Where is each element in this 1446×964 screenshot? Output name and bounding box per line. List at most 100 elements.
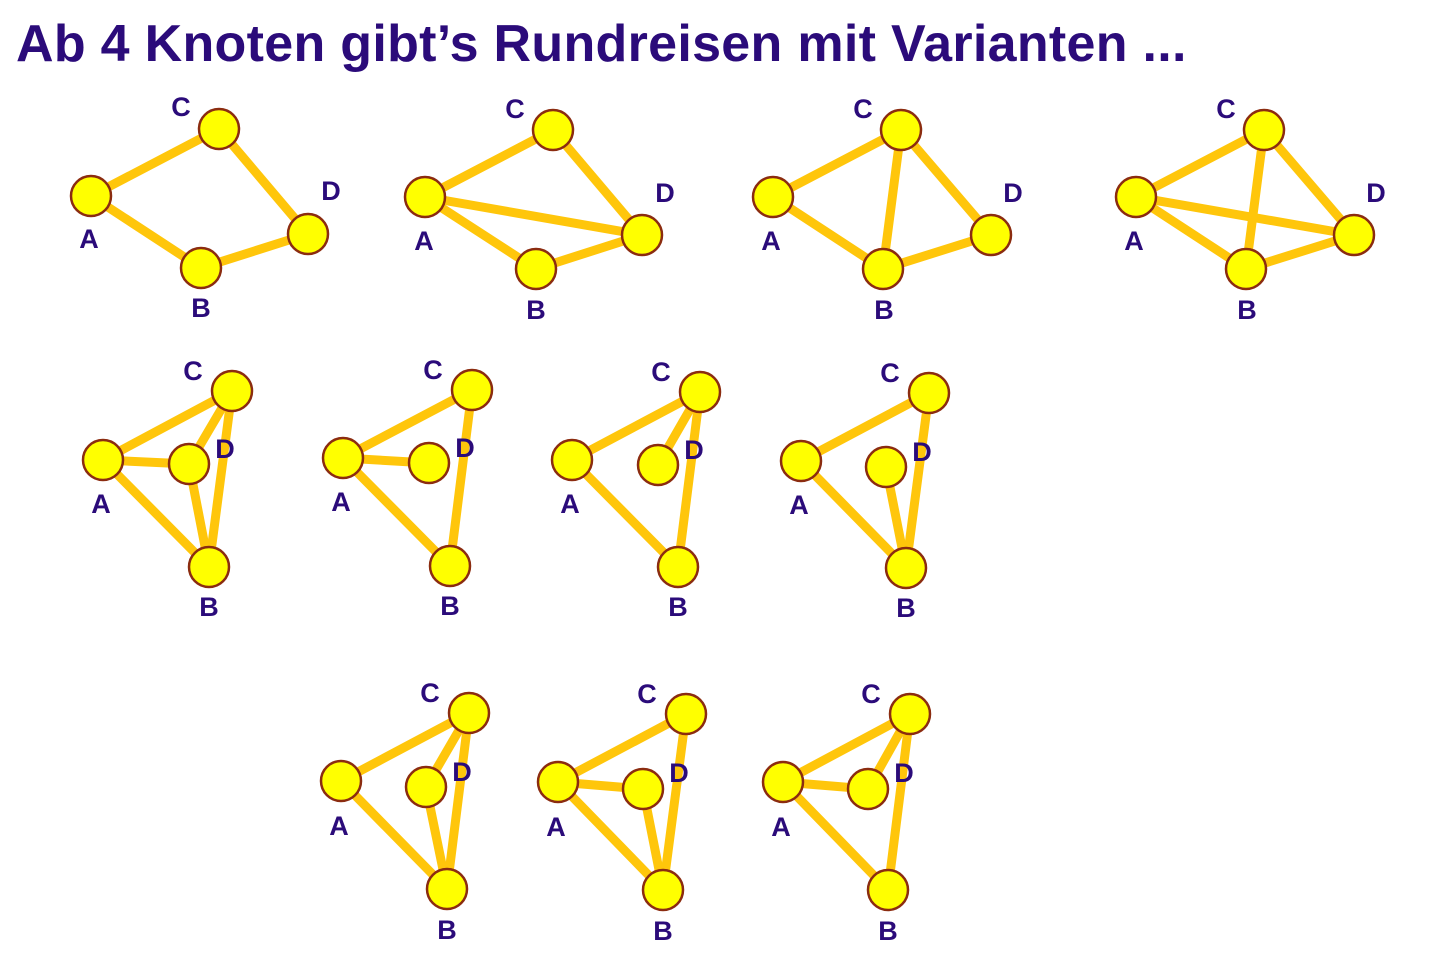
node-label-c: C	[880, 358, 900, 388]
edge-a-c	[768, 125, 906, 202]
node-d	[969, 213, 1013, 257]
graph-variant-9: A B C D	[319, 678, 491, 945]
edge-a-d	[1131, 192, 1359, 240]
node-label-a: A	[414, 226, 434, 256]
node-b	[641, 868, 685, 912]
node-label-d: D	[1366, 178, 1386, 208]
edge-a-c	[98, 386, 237, 465]
edge-a-c	[778, 709, 915, 787]
node-label-a: A	[546, 812, 566, 842]
edge-c-b	[445, 385, 477, 571]
node-a	[1114, 175, 1158, 219]
edge-b-a	[420, 192, 541, 274]
node-a	[751, 175, 795, 219]
node-label-b: B	[878, 916, 898, 946]
node-a	[69, 174, 113, 218]
node-label-b: B	[1237, 295, 1257, 325]
node-label-c: C	[423, 355, 443, 385]
edge-a-b	[796, 456, 911, 573]
node-b	[884, 546, 928, 590]
node-a	[319, 759, 363, 803]
edge-a-c	[338, 385, 477, 463]
node-d	[167, 442, 211, 486]
node-label-b: B	[440, 591, 460, 621]
node-a	[81, 438, 125, 482]
node-label-d: D	[215, 434, 235, 464]
node-d	[636, 443, 680, 487]
edge-a-b	[778, 777, 893, 895]
node-label-b: B	[191, 293, 211, 323]
edge-c-b	[442, 708, 474, 894]
edge-c-b	[658, 709, 691, 895]
node-label-d: D	[912, 437, 932, 467]
node-label-d: D	[1003, 178, 1023, 208]
node-label-a: A	[79, 224, 99, 254]
node-c	[450, 368, 494, 412]
node-label-c: C	[861, 679, 881, 709]
node-d	[407, 441, 451, 485]
edge-b-a	[768, 192, 888, 274]
edge-c-b	[673, 387, 705, 572]
edge-a-b	[567, 455, 683, 572]
node-b	[425, 867, 469, 911]
node-label-a: A	[771, 812, 791, 842]
edge-b-a	[1131, 192, 1251, 274]
edge-a-c	[336, 708, 474, 786]
node-label-b: B	[896, 593, 916, 623]
node-b	[861, 247, 905, 291]
edge-a-b	[336, 776, 452, 894]
node-c	[907, 371, 951, 415]
node-label-d: D	[455, 433, 475, 463]
edge-c-d	[896, 125, 996, 240]
edge-c-b	[901, 388, 934, 573]
slide-title: Ab 4 Knoten gibt’s Rundreisen mit Varian…	[16, 15, 1187, 73]
node-label-d: D	[684, 435, 704, 465]
node-d	[620, 213, 664, 257]
node-b	[187, 545, 231, 589]
node-label-a: A	[761, 226, 781, 256]
node-label-d: D	[321, 176, 341, 206]
edge-a-c	[796, 388, 934, 466]
node-label-a: A	[560, 489, 580, 519]
node-label-b: B	[526, 295, 546, 325]
edge-a-b	[553, 777, 668, 895]
edge-c-d	[548, 125, 647, 240]
graph-variant-6: A B C D	[321, 355, 494, 621]
node-b	[179, 246, 223, 290]
node-b	[514, 247, 558, 291]
edge-c-b	[204, 386, 237, 572]
node-label-c: C	[651, 357, 671, 387]
edge-c-d	[214, 124, 313, 239]
node-label-c: C	[171, 92, 191, 122]
edge-a-d	[420, 192, 647, 240]
node-label-d: D	[655, 178, 675, 208]
edge-c-d	[1259, 125, 1359, 240]
node-label-c: C	[420, 678, 440, 708]
node-b	[656, 545, 700, 589]
node-label-d: D	[452, 757, 472, 787]
node-d	[864, 445, 908, 489]
node-d	[846, 767, 890, 811]
node-c	[664, 692, 708, 736]
node-d	[1332, 213, 1376, 257]
node-label-c: C	[1216, 94, 1236, 124]
node-c	[678, 370, 722, 414]
edge-a-c	[553, 709, 691, 787]
node-a	[321, 436, 365, 480]
node-a	[403, 175, 447, 219]
node-label-b: B	[437, 915, 457, 945]
node-c	[888, 692, 932, 736]
node-label-a: A	[331, 487, 351, 517]
edge-a-c	[420, 125, 558, 202]
node-label-a: A	[329, 811, 349, 841]
edge-a-c	[86, 124, 224, 201]
edge-b-a	[86, 191, 206, 273]
node-label-c: C	[853, 94, 873, 124]
